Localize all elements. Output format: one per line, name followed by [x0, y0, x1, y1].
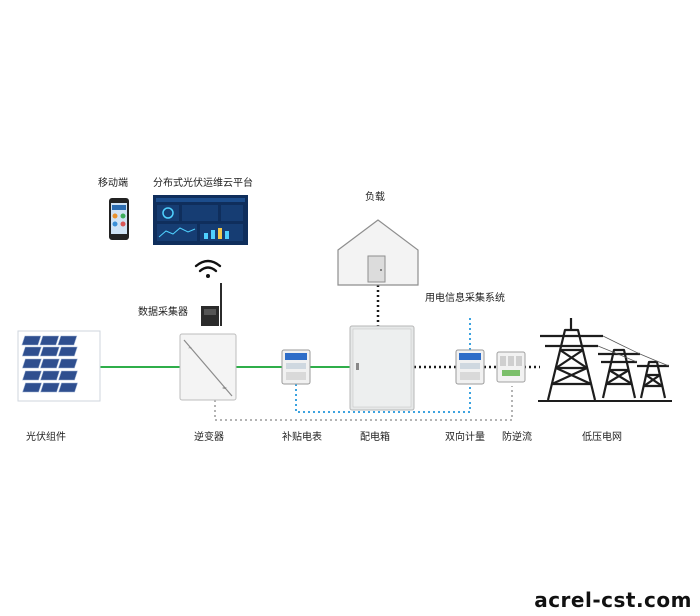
- aux-line-inverter-antireverse: [214, 386, 513, 421]
- label-mobile: 移动端: [98, 178, 128, 189]
- subsidy-meter: [281, 349, 311, 385]
- inverter: ~ =: [179, 333, 237, 401]
- label-anti-reverse: 防逆流: [502, 432, 532, 443]
- data-collector: [201, 283, 222, 326]
- label-info-system: 用电信息采集系统: [425, 293, 505, 304]
- label-inverter: 逆变器: [194, 432, 224, 443]
- distribution-box: [349, 325, 415, 411]
- label-bidirectional: 双向计量: [445, 432, 485, 443]
- label-pv: 光伏组件: [26, 432, 66, 443]
- power-cables: [597, 335, 670, 367]
- label-load: 负载: [365, 192, 385, 203]
- label-grid: 低压电网: [582, 432, 622, 443]
- house-load: [337, 219, 419, 286]
- svg-text:~: ~: [188, 346, 192, 352]
- platform-screen: [153, 195, 248, 245]
- comm-line-meters: [295, 384, 471, 413]
- label-collector: 数据采集器: [138, 307, 188, 318]
- anti-reverse-device: [496, 351, 526, 383]
- watermark: acrel-cst.com: [534, 588, 692, 612]
- transmission-towers: [538, 318, 672, 402]
- bidirectional-meter: [455, 349, 485, 385]
- label-subsidy-meter: 补贴电表: [282, 432, 322, 443]
- label-distribution-box: 配电箱: [360, 432, 390, 443]
- svg-text:=: =: [222, 385, 227, 392]
- mobile-phone: [109, 198, 129, 240]
- wifi-icon: [194, 259, 222, 278]
- pv-array: [17, 330, 101, 402]
- label-platform: 分布式光伏运维云平台: [153, 178, 253, 189]
